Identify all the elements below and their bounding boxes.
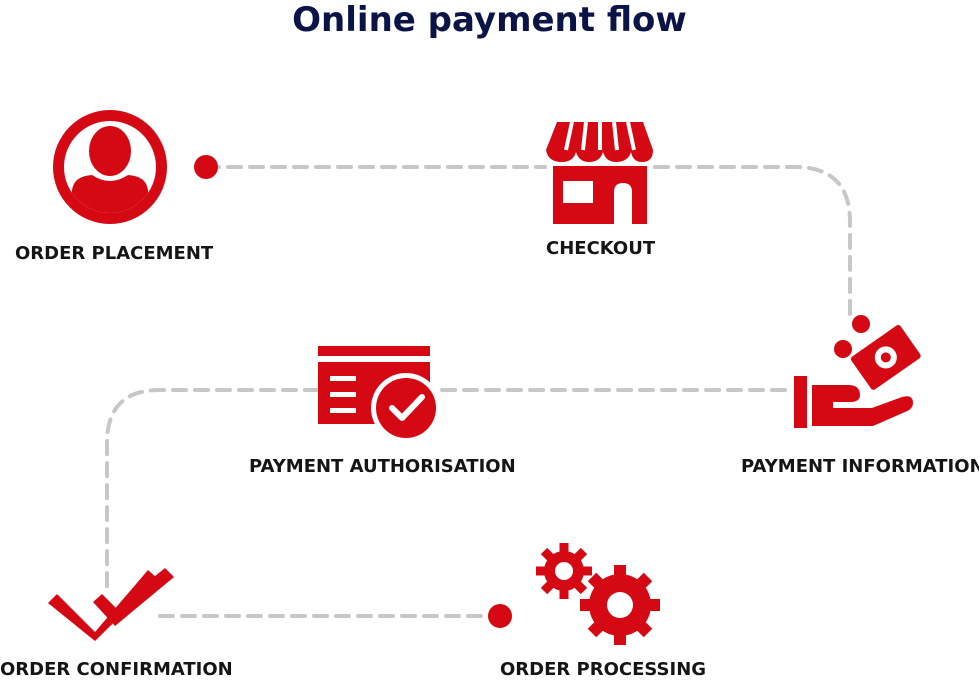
double-check-icon	[48, 568, 174, 641]
connector-dot-start	[194, 155, 218, 179]
user-icon	[53, 110, 167, 224]
step-label-order-processing: ORDER PROCESSING	[500, 659, 707, 680]
step-label-order-confirmation: ORDER CONFIRMATION	[0, 659, 233, 680]
connector-dot-end	[488, 604, 512, 628]
step-label-checkout: CHECKOUT	[546, 238, 656, 259]
hand-money-icon	[794, 315, 921, 428]
store-icon	[546, 121, 653, 224]
card-check-icon	[318, 346, 441, 443]
step-label-payment-information: PAYMENT INFORMATION	[741, 456, 979, 477]
step-label-order-placement: ORDER PLACEMENT	[15, 243, 214, 264]
page-title: Online payment flow	[292, 0, 687, 40]
step-label-payment-authorisation: PAYMENT AUTHORISATION	[249, 456, 516, 477]
connector-authorisation-to-confirmation	[105, 388, 320, 590]
gears-icon	[536, 543, 660, 645]
connector-checkout-to-payment-info	[653, 165, 852, 320]
